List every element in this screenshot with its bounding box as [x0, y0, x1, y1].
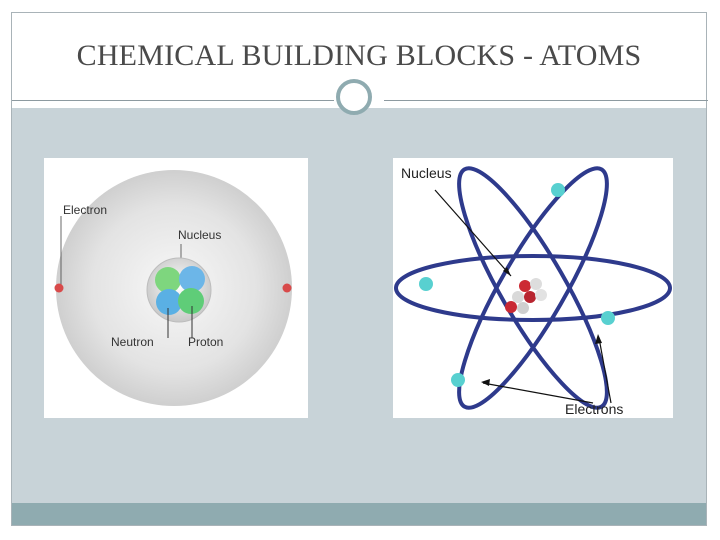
neutron-particle: [178, 288, 204, 314]
electrons-arrow: [482, 382, 594, 404]
nucleus-arrowhead: [503, 267, 511, 276]
electron-particle: [601, 311, 615, 325]
proton-particle: [179, 266, 205, 292]
electron-particle: [282, 283, 292, 293]
atom-diagram-right: Nucleus Electrons: [393, 158, 673, 418]
nucleus-particle: [517, 302, 529, 314]
nucleus-particle: [530, 278, 542, 290]
electrons-arrowhead: [595, 334, 602, 344]
nucleus-shell: [146, 257, 212, 323]
nucleus-particle: [535, 289, 547, 301]
title-rule-left: [12, 100, 334, 101]
electrons-arrow: [598, 337, 612, 404]
atom-diagram-left: Electron Nucleus Neutron Proton: [44, 158, 308, 418]
footer-accent-bar: [12, 503, 706, 525]
title-rule-right: [384, 100, 708, 101]
slide-frame: CHEMICAL BUILDING BLOCKS - ATOMS: [11, 12, 708, 526]
title-circle-ornament: [336, 79, 372, 115]
label-electron: Electron: [63, 203, 108, 217]
electron-orbit: [457, 166, 609, 410]
label-nucleus: Nucleus: [178, 228, 222, 242]
label-proton: Proton: [188, 335, 224, 349]
label-neutron: Neutron: [111, 335, 154, 349]
electron-particle: [451, 373, 465, 387]
nucleus-particle: [524, 291, 536, 303]
neutron-particle: [155, 267, 181, 293]
nucleus-particle: [512, 291, 524, 303]
electron-orbit: [394, 254, 672, 322]
electron-particle: [551, 183, 565, 197]
electron-particle: [419, 277, 433, 291]
slide-title: CHEMICAL BUILDING BLOCKS - ATOMS: [76, 39, 642, 72]
nucleus-particle: [519, 280, 531, 292]
atom-left-graphic: [54, 170, 292, 406]
proton-particle: [156, 289, 182, 315]
label-nucleus-right: Nucleus: [401, 165, 452, 181]
electrons-arrowhead: [481, 379, 490, 386]
nucleus-particle: [505, 301, 517, 313]
atom-right-graphic: [394, 166, 672, 410]
nucleus-arrow: [434, 189, 512, 277]
electron-particle: [54, 283, 64, 293]
label-electrons: Electrons: [565, 401, 624, 417]
